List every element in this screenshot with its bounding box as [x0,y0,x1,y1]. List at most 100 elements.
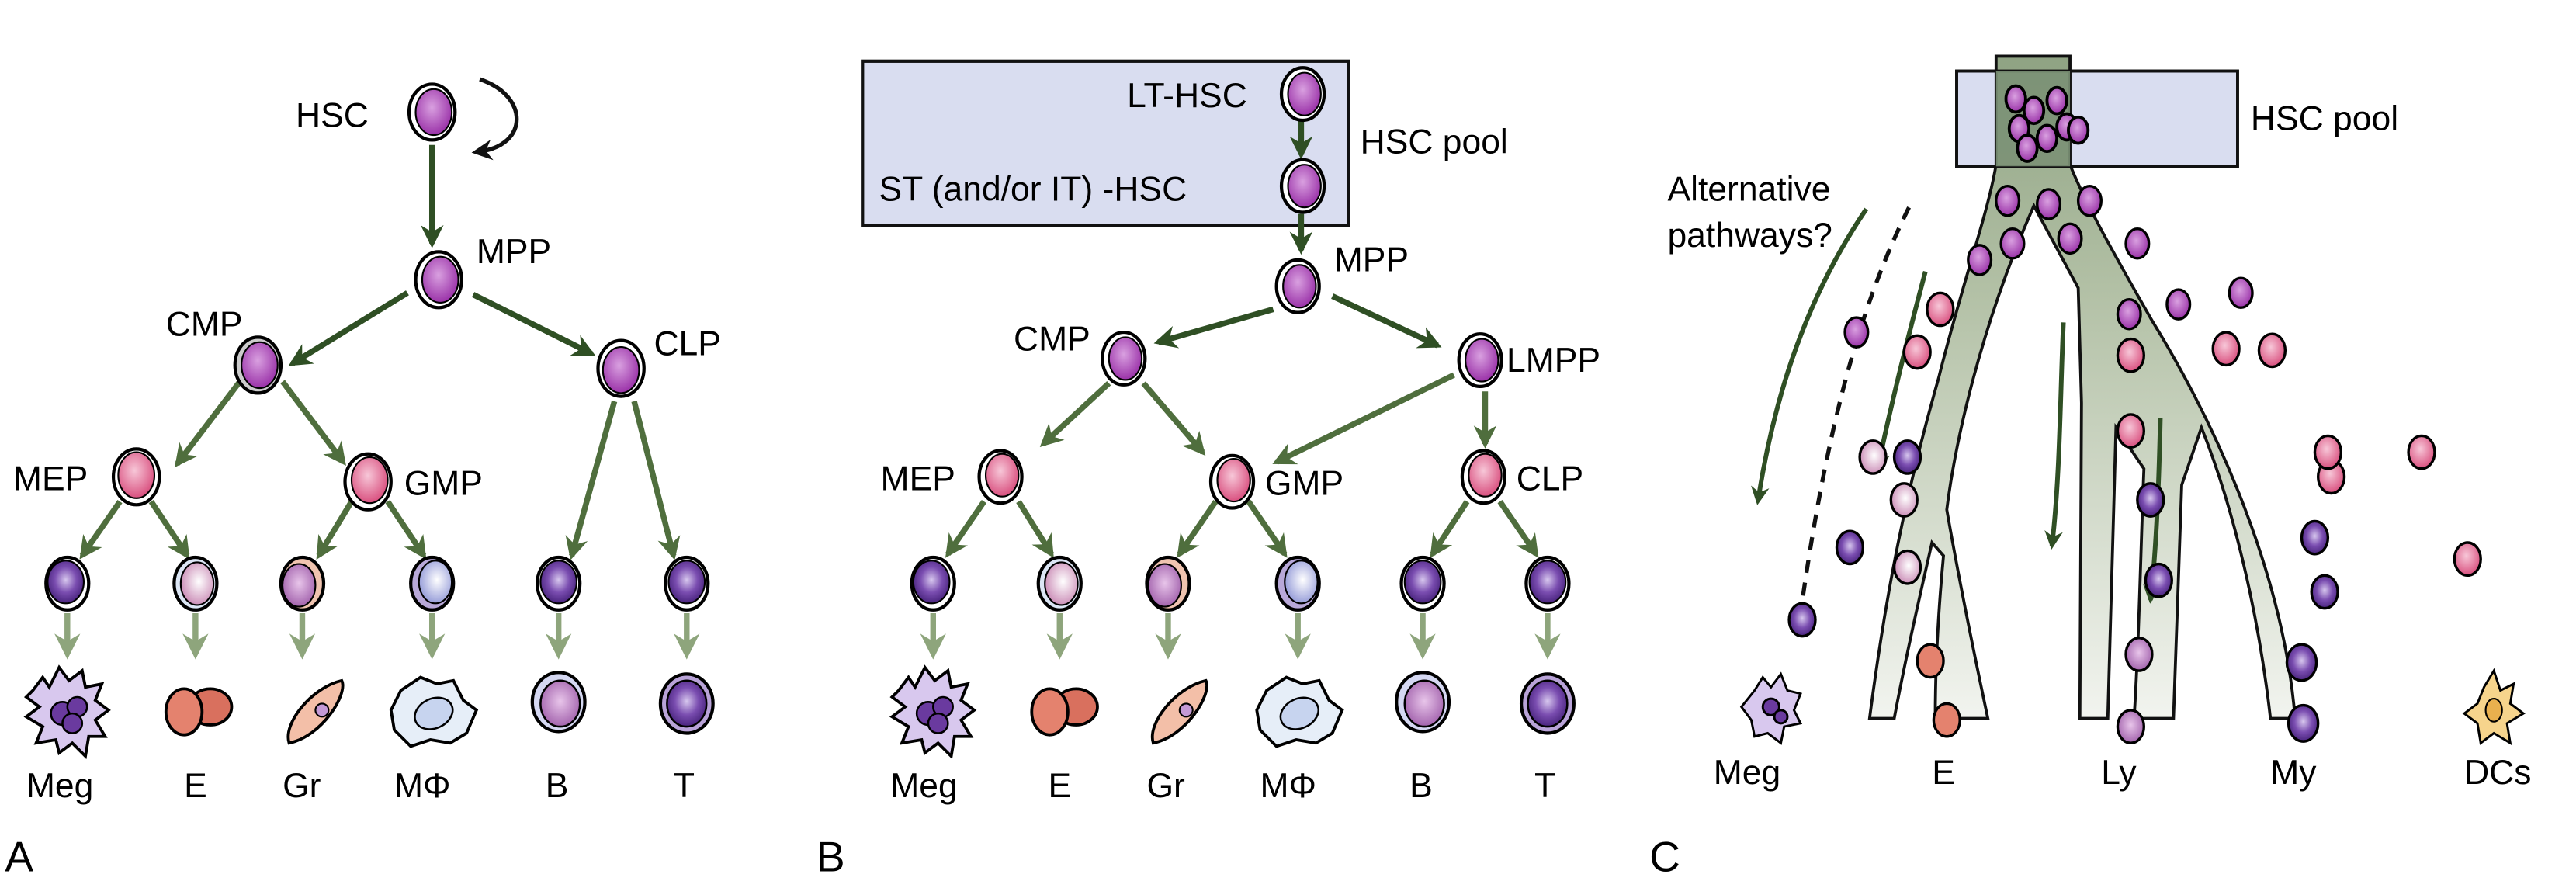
arrow-lmpp-gmp [1272,372,1455,465]
cell-gmp [343,452,393,512]
mature-b-cell [530,671,587,734]
label-mep: MEP [13,460,88,498]
label-gr-b: Gr [1146,767,1185,805]
mature-granulocyte-b [1150,678,1208,745]
arrow-gmp-gr-b [1177,499,1219,558]
hsc-pool-box [861,59,1350,227]
panel-a: HSC MPP CMP CLP MEP GMP Meg E Gr MΦ B T … [5,77,721,880]
arrow-c-e [1871,270,1928,473]
label-ly: Ly [2101,754,2137,792]
mature-megakaryocyte [23,664,111,760]
cell-mpp-b [1274,258,1321,314]
cell-clp [596,338,646,398]
cell-sthsc [1279,158,1326,214]
panel-b-letter: B [816,832,845,880]
panel-c-letter: C [1649,832,1680,880]
arrow-mpp-clp [471,292,596,356]
panel-b-cells [889,66,1576,760]
label-t-b: T [1534,767,1555,805]
label-clp: CLP [654,325,720,363]
panel-a-arrows [54,144,700,660]
panel-c-mature-labels: Meg E Ly My DCs [1714,754,2532,792]
panel-c: Alternative pathways? HSC pool Meg E Ly … [1649,54,2532,880]
label-lmpp: LMPP [1506,342,1600,380]
precursor-mphi-b [1274,555,1321,612]
arrow-c-ly [2044,322,2066,550]
precursor-t [664,555,710,612]
mature-megakaryocyte-b [889,664,977,760]
panel-b-mature-labels: Meg E Gr MΦ B T [890,767,1555,805]
arrow-mep-e [148,500,190,560]
arrow-mpp-cmp [288,290,409,366]
self-renewal-arrow [471,77,519,161]
arrow-gmp-gr [316,500,355,560]
precursor-t-b [1524,555,1571,612]
precursor-meg [44,555,91,612]
mature-macrophage [389,675,479,748]
cell-cmp [233,335,283,395]
label-gr: Gr [283,767,321,805]
label-hsc: HSC [296,96,369,134]
mature-dendritic-cell [2462,668,2526,746]
mature-macrophage-b [1255,675,1344,748]
precursor-mphi [409,555,456,612]
precursor-meg-b [910,555,956,612]
label-e-b: E [1048,767,1071,805]
arrow-cmp-mep-b [1039,380,1111,448]
label-cmp: CMP [166,305,243,343]
alternative-pathway-dashed [1797,206,1911,626]
precursor-gr [279,555,326,612]
panel-c-branch-cells [1787,184,2482,744]
label-hsc-pool-b: HSC pool [1361,123,1508,161]
lineage-tree [1867,54,2297,720]
arrow-cmp-gmp [280,380,346,467]
label-e-c: E [1932,754,1955,792]
arrow-clp-b-b [1430,500,1470,558]
panel-b-arrows [920,118,1561,660]
panel-a-cells [23,82,715,760]
mature-t-cell-b [1519,672,1576,735]
hsc-pool-outline [1955,69,2239,168]
precursor-e-b [1036,555,1083,612]
label-sthsc: ST (and/or IT) -HSC [879,171,1187,209]
cell-clp-b [1460,449,1507,505]
arrow-mpp-cmp-b [1153,306,1274,349]
arrow-mpp-lmpp [1331,293,1442,349]
label-b: B [546,767,569,805]
panel-c-pool-cells [2004,84,2090,163]
label-dcs: DCs [2464,754,2531,792]
precursor-gr-b [1145,555,1191,612]
label-meg-b: Meg [890,767,957,805]
label-e: E [184,767,207,805]
mature-megakaryocyte-c [1739,671,1803,745]
arrow-mep-meg-b [945,499,986,558]
label-b-b: B [1409,767,1433,805]
label-clp-b: CLP [1517,460,1583,498]
mature-erythrocyte [164,687,234,737]
arrow-mep-e-b [1016,500,1054,558]
cell-gmp-b [1208,453,1256,510]
label-mpp-b: MPP [1334,241,1409,279]
label-meg-c: Meg [1714,754,1780,792]
arrow-gmp-mphi [385,500,427,560]
arrow-cmp-gmp-b [1141,381,1206,456]
precursor-e [172,555,219,612]
label-mphi: MΦ [394,767,450,805]
label-my: My [2270,754,2317,792]
arrow-c-meg [1751,207,1869,505]
mature-erythrocyte-b [1030,687,1099,737]
arrow-clp-b [565,400,618,560]
precursor-b-b [1399,555,1446,612]
precursor-b [536,555,582,612]
label-lthsc: LT-HSC [1127,77,1247,115]
cell-cmp-b [1101,330,1147,387]
label-cmp-b: CMP [1014,320,1090,358]
mature-t-cell [658,672,715,735]
label-t: T [674,767,695,805]
mature-granulocyte [286,678,345,745]
label-mep-b: MEP [881,460,955,498]
arrow-cmp-mep [175,380,242,468]
arrow-gmp-mphi-b [1246,499,1288,558]
cell-lthsc [1279,66,1326,123]
